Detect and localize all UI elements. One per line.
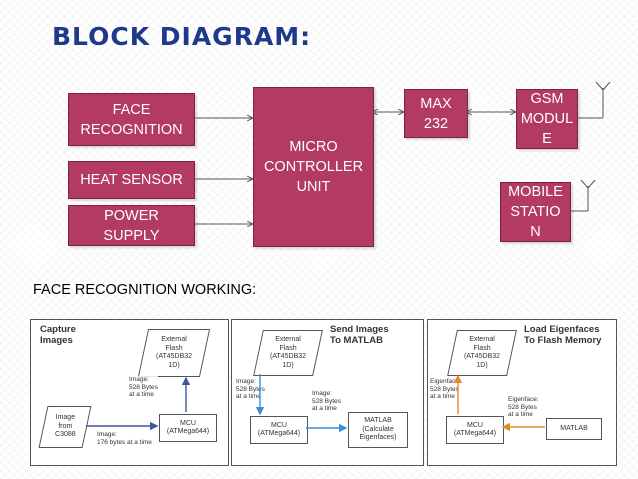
matlab-node: MATLAB (Calculate Eigenfaces) (348, 412, 408, 448)
flow-label: Eigenface: 528 Bytes at a time (508, 396, 539, 419)
power-supply-block: POWER SUPPLY (68, 205, 195, 246)
flow-label: Image: 528 Bytes at a time (312, 390, 341, 413)
mobile-station-block: MOBILE STATIO N (500, 182, 571, 242)
section-subtitle: FACE RECOGNITION WORKING: (33, 282, 257, 298)
heat-sensor-block: HEAT SENSOR (68, 161, 195, 199)
panel-title: Capture Images (40, 324, 76, 346)
flow-label: Image: 528 Bytes at a time (236, 378, 265, 401)
max232-block: MAX 232 (404, 89, 468, 138)
page-title: BLOCK DIAGRAM: (52, 22, 312, 51)
mcu-node: MCU (ATMega644) (159, 414, 217, 442)
panel-title: Load Eigenfaces To Flash Memory (524, 324, 602, 346)
flow-label: Image: 176 bytes at a time (97, 431, 152, 446)
flow-label: Image: 528 Bytes at a time (129, 376, 158, 399)
matlab-node: MATLAB (546, 418, 602, 440)
face-recognition-block: FACE RECOGNITION (68, 93, 195, 146)
panel-capture-images: Capture Images External Flash (AT45DB32 … (30, 319, 229, 466)
microcontroller-block: MICRO CONTROLLER UNIT (253, 87, 374, 247)
block-diagram-connectors (193, 81, 611, 280)
panel-title: Send Images To MATLAB (330, 324, 389, 346)
panel-send-images: Send Images To MATLAB External Flash (AT… (231, 319, 424, 466)
gsm-module-block: GSM MODUL E (516, 89, 578, 149)
flow-label: Eigenface: 528 Bytes at a time (430, 378, 461, 401)
mcu-node: MCU (ATMega644) (250, 416, 308, 444)
mcu-node: MCU (ATMega644) (446, 416, 504, 444)
